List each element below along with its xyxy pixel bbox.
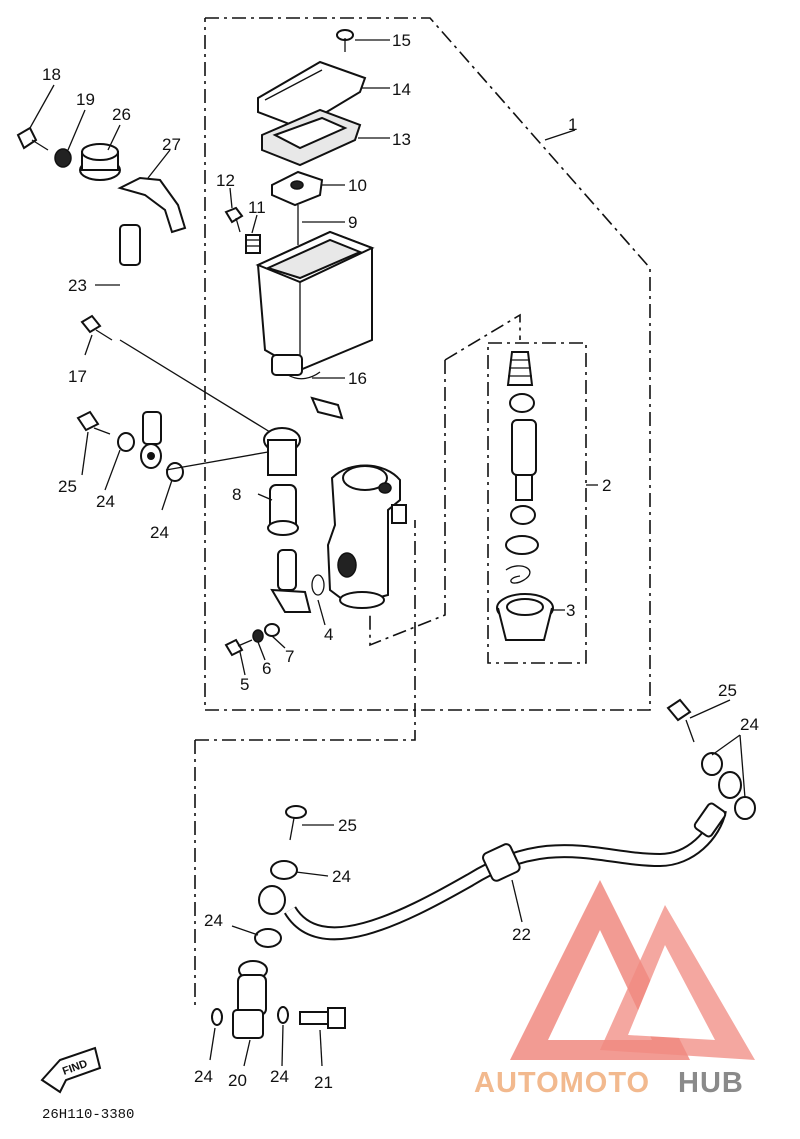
washer-24-right-b [734, 796, 756, 820]
washer-24-lower-b [254, 928, 282, 948]
bracket-27 [117, 176, 187, 234]
callout-13: 13 [392, 130, 411, 149]
callout-24-f: 24 [194, 1067, 213, 1086]
callout-19: 19 [76, 90, 95, 109]
washer-24-bottom-a [211, 1008, 223, 1026]
callout-3: 3 [566, 601, 575, 620]
callout-25-c: 25 [338, 816, 357, 835]
diaphragm-plate-10 [271, 170, 324, 207]
washer-24-left [117, 432, 135, 452]
brake-hose-22 [258, 802, 727, 941]
watermark-logo [510, 880, 755, 1060]
piston-assembly-2 [496, 351, 554, 641]
reservoir-cap-14 [257, 60, 367, 130]
diaphragm-13 [261, 108, 362, 167]
callout-25-a: 25 [58, 477, 77, 496]
callout-24-g: 24 [270, 1067, 289, 1086]
assembly-2-boundary [487, 342, 587, 664]
callout-7: 7 [285, 647, 294, 666]
watermark-part1: AUTOMOTO [474, 1067, 650, 1099]
callout-25-b: 25 [718, 681, 737, 700]
washer-6 [252, 629, 264, 643]
callout-15: 15 [392, 31, 411, 50]
callout-24-b: 24 [150, 523, 169, 542]
callout-26: 26 [112, 105, 131, 124]
callout-5: 5 [240, 675, 249, 694]
bolt-25-lower [285, 805, 307, 841]
watermark-text: AUTOMOTO HUB [474, 1067, 744, 1099]
leader-lines [29, 39, 746, 1067]
screw-15 [336, 29, 354, 52]
bolt-5 [224, 638, 253, 657]
callout-20: 20 [228, 1071, 247, 1090]
hose-routing-line [195, 520, 416, 741]
callout-24-a: 24 [96, 492, 115, 511]
callout-8: 8 [232, 485, 241, 504]
callout-6: 6 [262, 659, 271, 678]
piston-link-line-2 [369, 360, 446, 647]
hose-fitting-elbow [270, 549, 312, 613]
callout-10: 10 [348, 176, 367, 195]
reservoir-tank [255, 230, 375, 376]
callout-24-c: 24 [740, 715, 759, 734]
washer-24-bottom-b [277, 1006, 289, 1024]
washer-24-lower-a [270, 860, 298, 880]
assembly-1-boundary [204, 17, 651, 711]
watermark-part2: HUB [678, 1067, 744, 1099]
callout-27: 27 [162, 135, 181, 154]
hose-joint-8 [263, 427, 301, 536]
callout-23: 23 [68, 276, 87, 295]
union-bolt-20 [232, 960, 268, 1039]
callout-18: 18 [42, 65, 61, 84]
screw-12 [224, 206, 244, 233]
washer-24-center [166, 462, 184, 482]
callout-2: 2 [602, 476, 611, 495]
hose-end-right [718, 771, 742, 799]
spring-11 [245, 234, 261, 254]
bolt-25-right [666, 698, 695, 743]
callout-21: 21 [314, 1073, 333, 1092]
washer-19 [54, 148, 72, 168]
washer-7 [264, 623, 280, 637]
callout-22: 22 [512, 925, 531, 944]
diagram-code: 26H110-3380 [42, 1107, 134, 1123]
o-ring-4 [311, 574, 325, 596]
callout-24-e: 24 [204, 911, 223, 930]
find-arrow-icon: FIND [40, 1046, 102, 1094]
brake-hose-23 [119, 224, 164, 469]
piston-link-line [444, 313, 521, 361]
clip-16 [287, 371, 344, 420]
callout-14: 14 [392, 80, 411, 99]
master-cylinder-body [326, 464, 407, 609]
callout-17: 17 [68, 367, 87, 386]
callout-12: 12 [216, 171, 235, 190]
callout-16: 16 [348, 369, 367, 388]
bolt-17 [80, 314, 113, 341]
bolt-25-left [76, 410, 111, 435]
callout-4: 4 [324, 625, 333, 644]
bolt-21 [299, 1007, 346, 1029]
callout-9: 9 [348, 213, 357, 232]
washer-24-right-a [701, 752, 723, 776]
grommet-26 [79, 143, 121, 181]
callout-1: 1 [568, 115, 577, 134]
bolt-18 [16, 126, 49, 151]
callout-24-d: 24 [332, 867, 351, 886]
callout-labels: 1 2 3 4 5 6 7 8 9 10 11 12 13 14 15 16 1… [42, 31, 759, 1092]
callout-11: 11 [248, 198, 266, 217]
